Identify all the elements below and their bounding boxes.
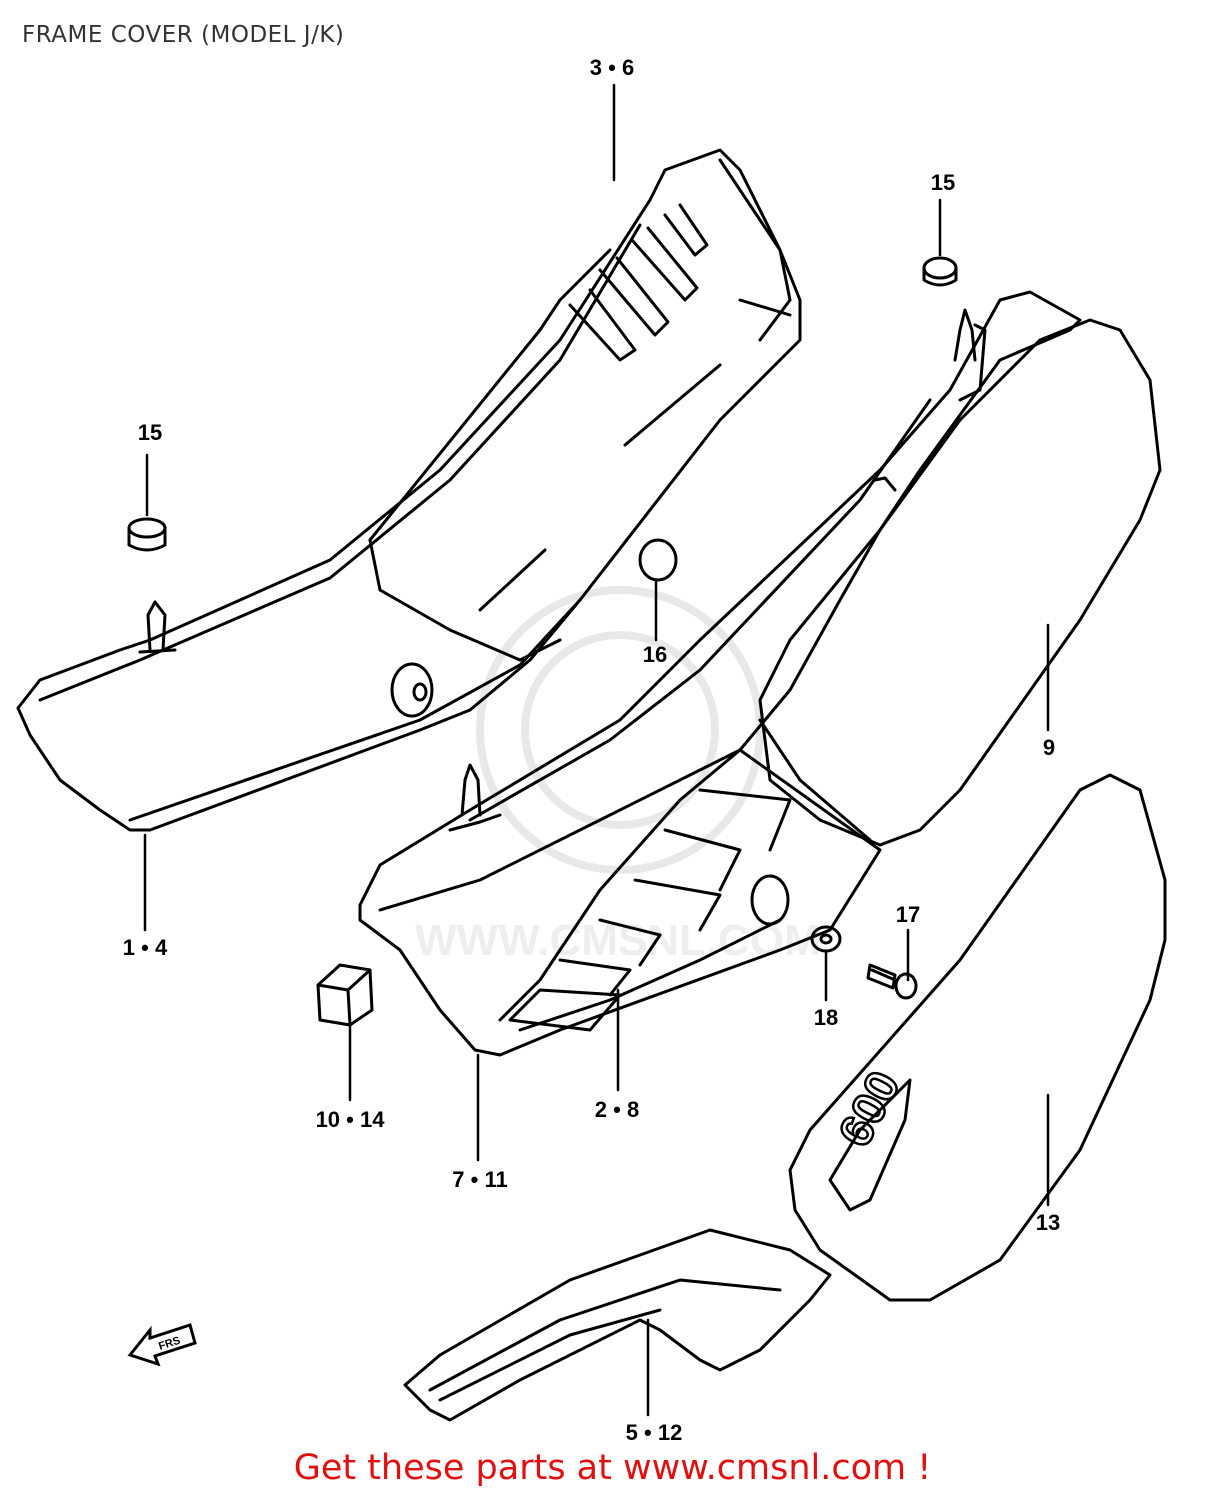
center-frame-cover xyxy=(358,290,1082,1057)
callout-15-right: 15 xyxy=(931,170,955,195)
lower-right-side-cover xyxy=(788,773,1167,1302)
bottom-trim xyxy=(403,1228,832,1422)
screw xyxy=(866,963,918,1000)
callout-13: 13 xyxy=(1036,1210,1060,1235)
callout-15-left: 15 xyxy=(138,420,162,445)
callout-18: 18 xyxy=(814,1005,838,1030)
upper-right-cover xyxy=(758,308,1162,847)
footer-link[interactable]: Get these parts at www.cmsnl.com ! xyxy=(293,1448,932,1488)
callout-1-4: 1 • 4 xyxy=(123,935,168,960)
badge-600: 600 xyxy=(828,1063,910,1155)
watermark-logo: WWW.CMSNL.COM xyxy=(415,586,821,965)
grommet-left xyxy=(127,517,167,552)
callout-5-12: 5 • 12 xyxy=(626,1420,683,1440)
callout-10-14: 10 • 14 xyxy=(316,1107,386,1132)
callout-16: 16 xyxy=(643,642,667,667)
callout-7-11: 7 • 11 xyxy=(452,1167,507,1192)
parts-diagram: WWW.CMSNL.COM xyxy=(16,55,1167,1440)
left-frame-cover xyxy=(16,148,802,832)
callout-2-8: 2 • 8 xyxy=(595,1097,639,1122)
grommet-center xyxy=(638,538,678,582)
grommet-right xyxy=(922,256,958,287)
callout-9: 9 xyxy=(1043,735,1055,760)
front-arrow-icon: FRS xyxy=(127,1323,197,1367)
diagram-title: FRAME COVER (MODEL J/K) xyxy=(22,22,345,48)
rubber-block xyxy=(316,963,374,1027)
callout-3-6: 3 • 6 xyxy=(590,55,634,80)
callout-17: 17 xyxy=(896,902,920,927)
